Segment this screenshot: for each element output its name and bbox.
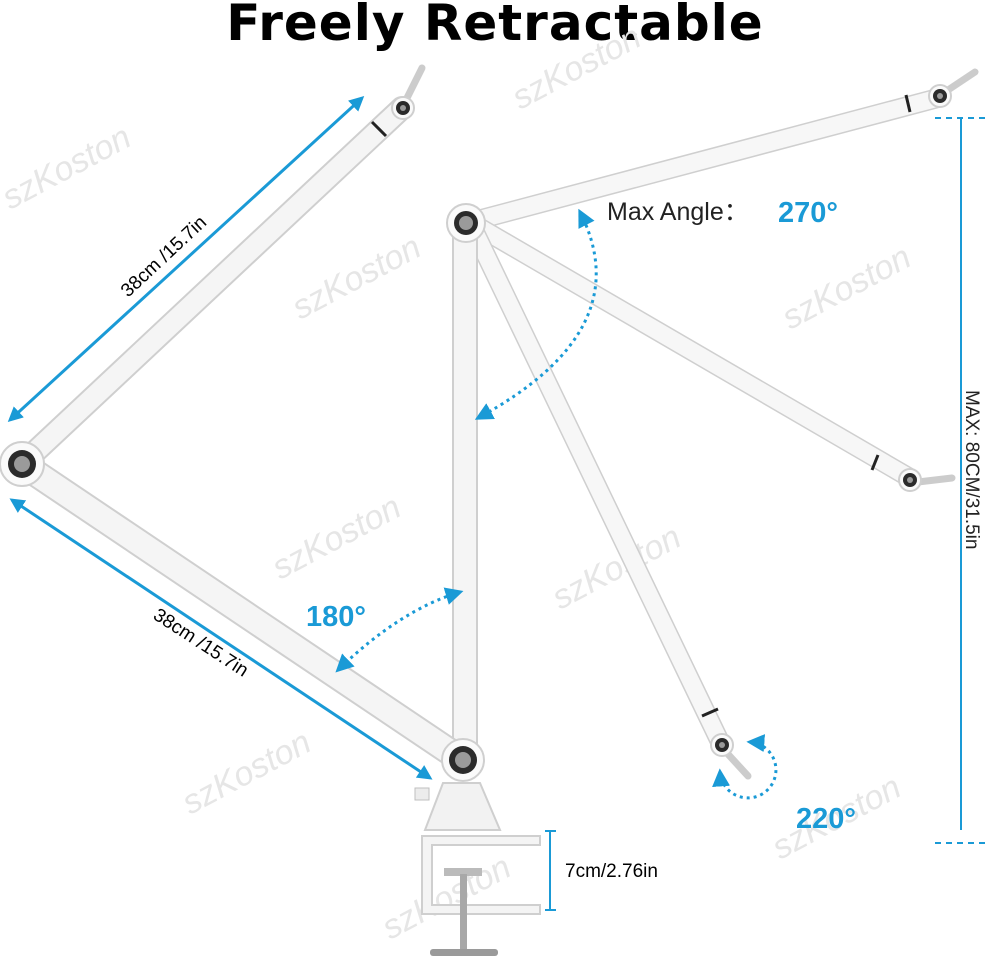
watermark: szKoston bbox=[176, 723, 317, 822]
joint-upper-end bbox=[391, 96, 415, 120]
clamp-opening-label: 7cm/2.76in bbox=[565, 861, 658, 882]
joint-ghost-top-end bbox=[928, 84, 952, 108]
angle-220-label: 220° bbox=[796, 803, 856, 835]
angle-180-label: 180° bbox=[306, 601, 366, 633]
joint-base bbox=[441, 738, 485, 782]
joint-ghost-middle-end bbox=[898, 468, 922, 492]
upper-arm-dimension-arrow bbox=[7, 95, 365, 423]
lower-arm-dimension-arrow bbox=[9, 498, 433, 780]
watermark: szKoston bbox=[376, 848, 517, 947]
angle-180-arc bbox=[335, 587, 464, 673]
joint-left bbox=[0, 441, 45, 487]
joint-top bbox=[446, 203, 486, 243]
max-angle-prefix: Max Angle： bbox=[607, 198, 749, 226]
max-height-label: MAX: 80CM/31.5in bbox=[961, 390, 982, 549]
joint-ghost-lower-end bbox=[710, 733, 734, 757]
desk-clamp bbox=[414, 782, 541, 956]
svg-text:Max Angle：: Max Angle： bbox=[607, 198, 749, 226]
angle-220-arc bbox=[712, 734, 778, 800]
watermark: szKoston bbox=[776, 238, 917, 337]
watermark: szKoston bbox=[0, 118, 137, 217]
watermark: szKoston bbox=[506, 18, 647, 117]
max-angle-value: 270° bbox=[778, 197, 838, 229]
watermark: szKoston bbox=[286, 228, 427, 327]
ghost-arm-top-right bbox=[460, 68, 979, 232]
watermark: szKoston bbox=[266, 488, 407, 587]
page-title: Freely Retractable bbox=[226, 0, 764, 52]
